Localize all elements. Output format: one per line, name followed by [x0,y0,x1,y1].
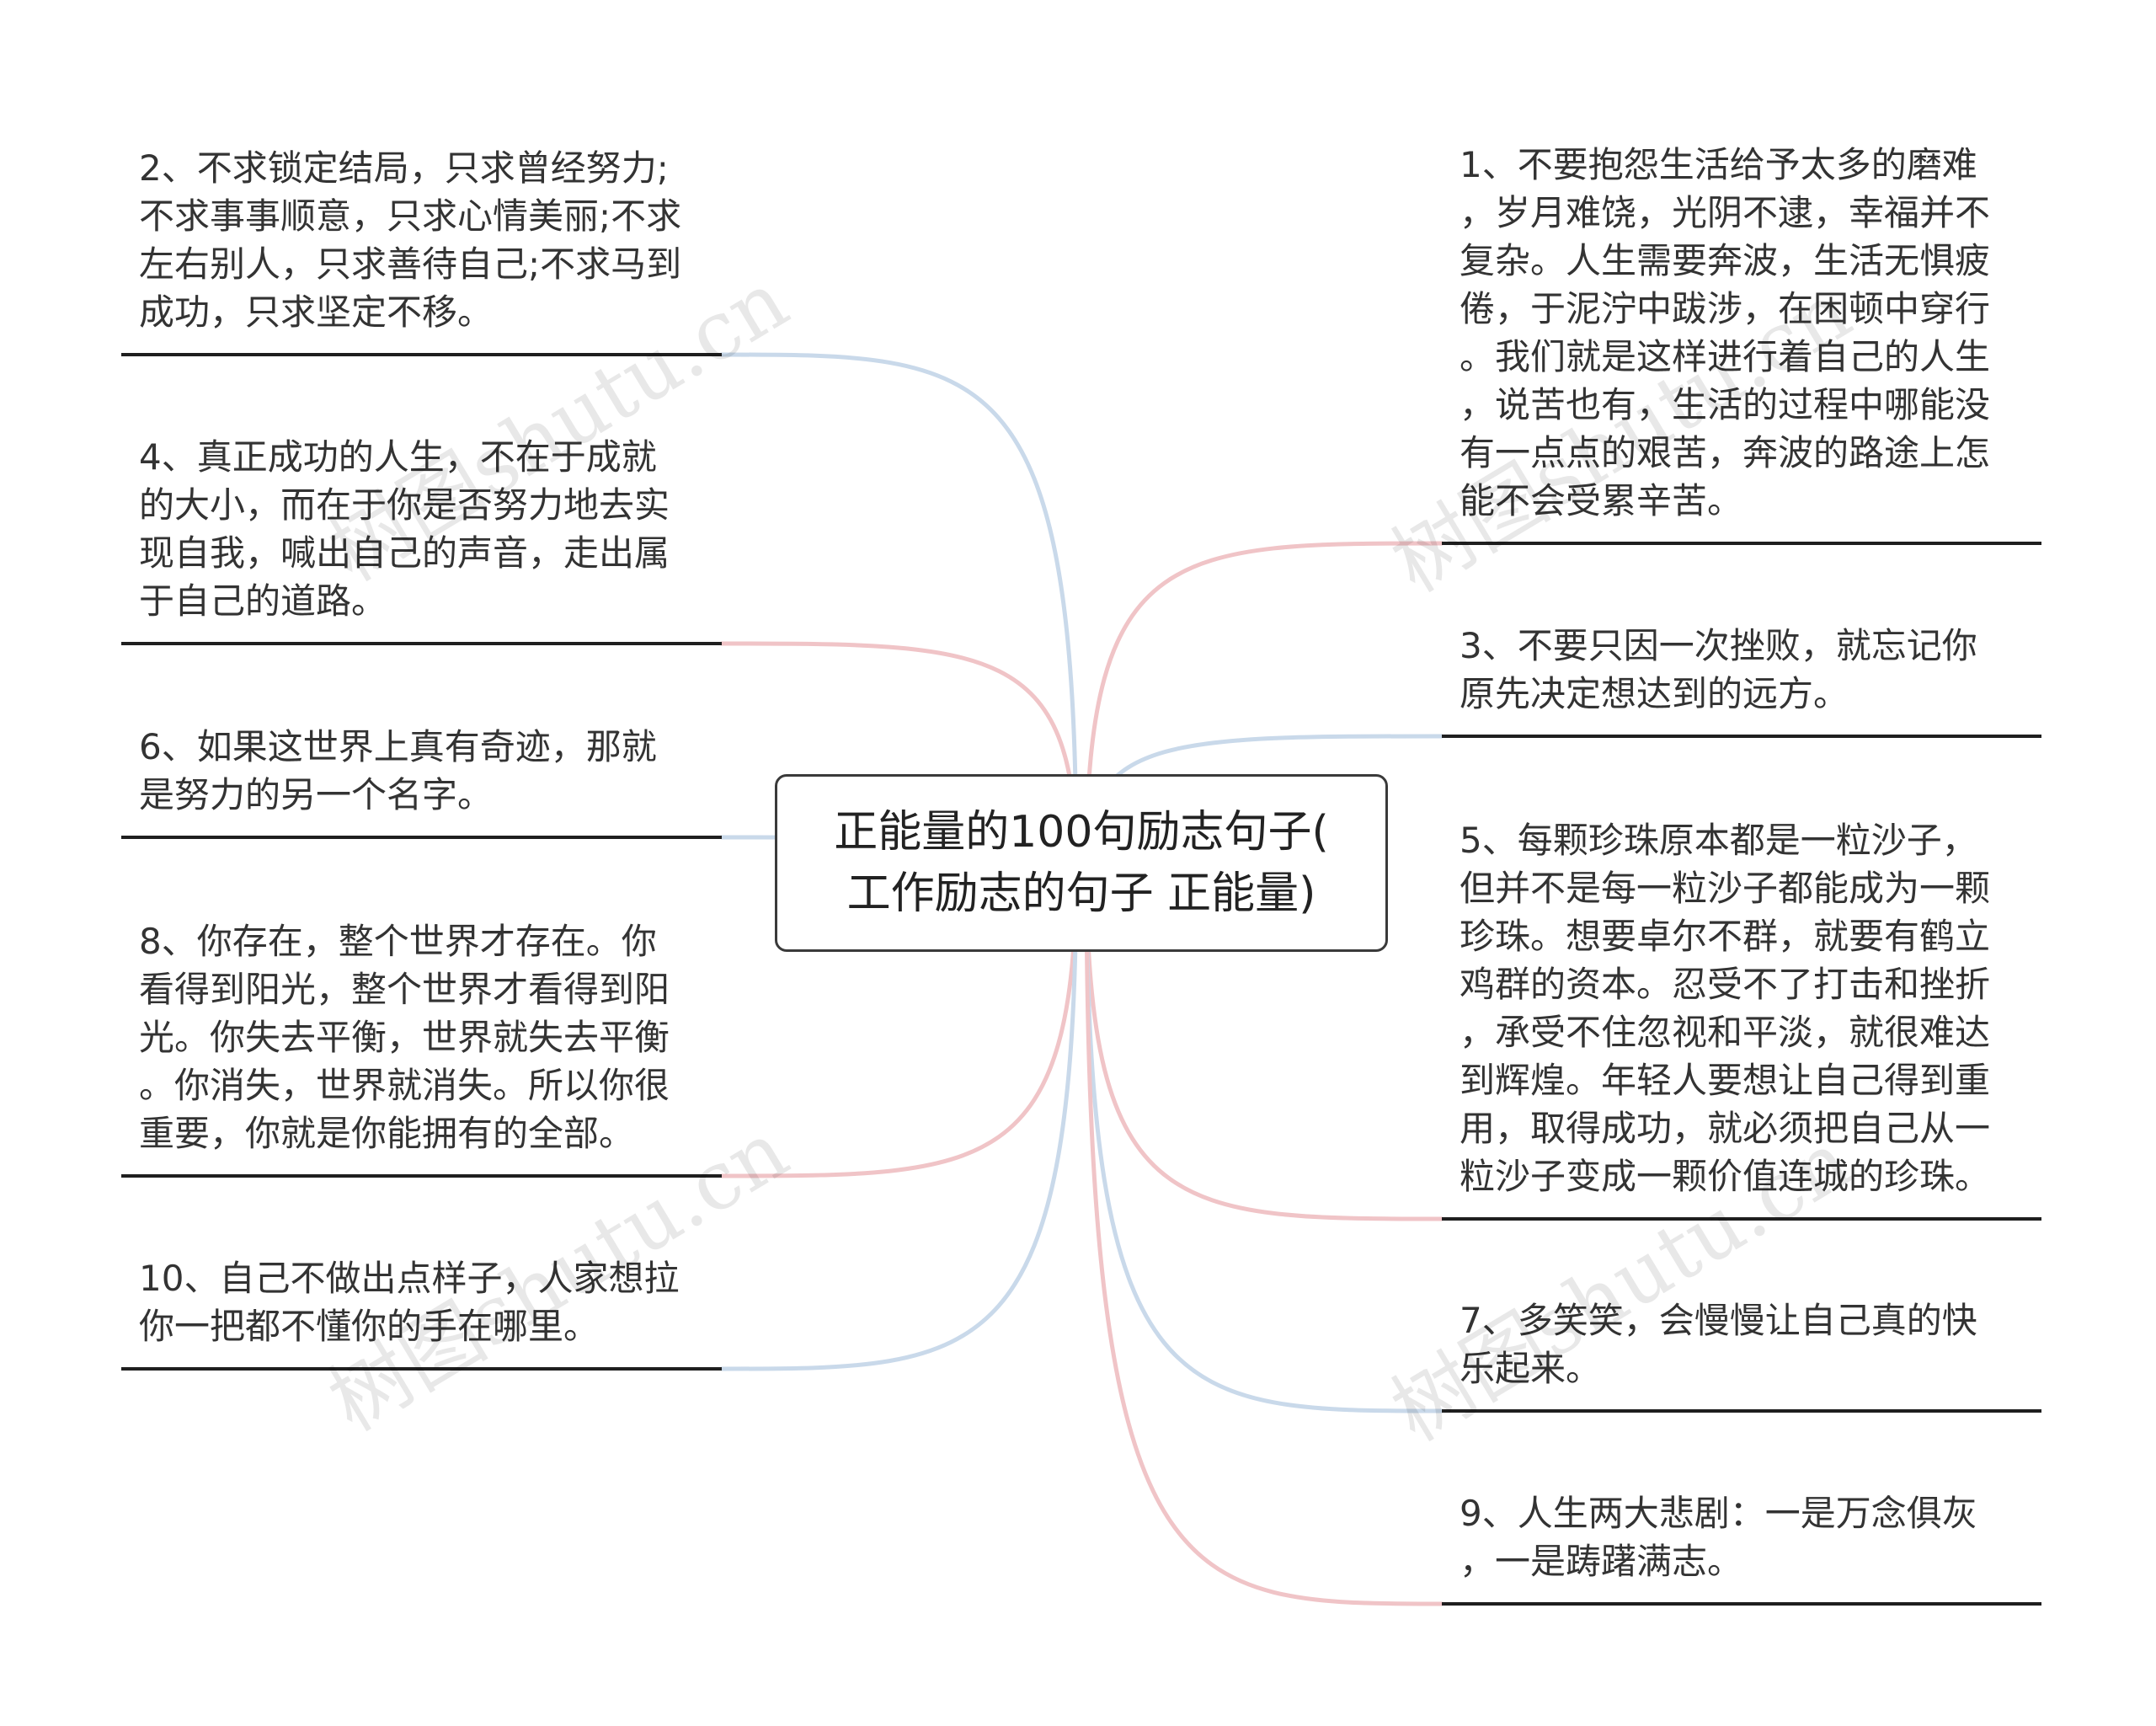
branch-text-line: 不求事事顺意，只求心情美丽;不求 [139,195,682,237]
branch-text-line: 用，取得成功，就必须把自己从一 [1460,1108,1991,1149]
branch-text-line: 复杂。人生需要奔波，生活无惧疲 [1460,240,1991,281]
connector-line [1084,861,1444,1413]
branch-underline [121,353,722,356]
branch-text-line: 能不会受累辛苦。 [1460,480,1743,521]
branch-underline [121,642,722,645]
branch-underline [121,1367,722,1371]
branch-underline [1442,542,2041,545]
branch-text-line: 4、真正成功的人生，不在于成就 [139,436,657,478]
connector-line [1084,861,1444,1606]
center-topic: 正能量的100句励志句子( 工作励志的句子 正能量) [775,774,1388,952]
branch-text-line: 。我们就是这样进行着自己的人生 [1460,336,1991,377]
branch-text-line: 9、人生两大悲剧：一是万念俱灰 [1460,1493,1977,1534]
branch-text-line: ，一是踌躇满志。 [1460,1541,1743,1582]
branch-text-line: 原先决定想达到的远方。 [1460,673,1849,714]
branch-4: 4、真正成功的人生，不在于成就 的大小，而在于你是否努力地去实 现自我，喊出自己… [139,433,670,625]
branch-text-line: 有一点点的艰苦，奔波的路途上怎 [1460,432,1991,473]
branch-text-line: 现自我，喊出自己的声音，走出属 [139,532,670,574]
branch-text-line: 的大小，而在于你是否努力地去实 [139,484,670,526]
connector-line [719,861,1079,1178]
branch-text-line: 乐起来。 [1460,1348,1602,1389]
branch-text-line: 粒沙子变成一颗价值连城的珍珠。 [1460,1156,1991,1197]
branch-10: 10、自己不做出点样子，人家想拉 你一把都不懂你的手在哪里。 [139,1254,679,1350]
branch-5: 5、每颗珍珠原本都是一粒沙子， 但并不是每一粒沙子都能成为一颗 珍珠。想要卓尔不… [1460,816,1990,1200]
center-topic-line: 正能量的100句励志句子( [834,806,1329,858]
branch-text-line: ，承受不住忽视和平淡，就很难达 [1460,1012,1991,1053]
branch-text-line: 你一把都不懂你的手在哪里。 [139,1306,600,1347]
branch-text-line: 6、如果这世界上真有奇迹，那就 [139,726,657,767]
branch-text-line: 重要，你就是你能拥有的全部。 [139,1113,635,1154]
branch-text-line: 。你消失，世界就消失。所以你很 [139,1065,670,1106]
connector-line [1084,861,1444,1221]
branch-underline [121,1174,722,1178]
branch-text-line: 10、自己不做出点样子，人家想拉 [139,1258,680,1299]
branch-2: 2、不求锁定结局，只求曾经努力; 不求事事顺意，只求心情美丽;不求 左右别人，只… [139,144,681,336]
branch-text-line: 珍珠。想要卓尔不群，就要有鹤立 [1460,916,1991,957]
branch-text-line: ，岁月难饶，光阴不逮，幸福并不 [1460,192,1991,233]
branch-text-line: 倦，于泥泞中跋涉，在困顿中穿行 [1460,288,1991,329]
branch-underline [1442,1217,2041,1221]
branch-text-line: 光。你失去平衡，世界就失去平衡 [139,1017,670,1058]
branch-text-line: 3、不要只因一次挫败，就忘记你 [1460,625,1977,666]
branch-8: 8、你存在，整个世界才存在。你 看得到阳光，整个世界才看得到阳 光。你失去平衡，… [139,917,670,1157]
branch-text-line: 看得到阳光，整个世界才看得到阳 [139,969,670,1010]
center-topic-line: 工作励志的句子 正能量) [846,868,1316,919]
branch-text-line: 到辉煌。年轻人要想让自己得到重 [1460,1060,1991,1101]
branch-underline [1442,1602,2041,1606]
branch-text-line: 但并不是每一粒沙子都能成为一颗 [1460,868,1991,909]
connector-line [719,861,1079,1371]
branch-6: 6、如果这世界上真有奇迹，那就 是努力的另一个名字。 [139,723,657,819]
branch-7: 7、多笑笑，会慢慢让自己真的快 乐起来。 [1460,1296,1977,1392]
branch-text-line: 是努力的另一个名字。 [139,774,494,815]
branch-text-line: 1、不要抱怨生活给予太多的磨难 [1460,144,1977,185]
branch-text-line: 左右别人，只求善待自己;不求马到 [139,243,682,285]
connector-line [719,352,1079,866]
branch-text-line: 5、每颗珍珠原本都是一粒沙子， [1460,820,1977,861]
branch-text-line: 于自己的道路。 [139,580,387,622]
branch-text-line: ，说苦也有，生活的过程中哪能没 [1460,384,1991,425]
branch-text-line: 7、多笑笑，会慢慢让自己真的快 [1460,1300,1977,1341]
branch-underline [121,836,722,839]
branch-1: 1、不要抱怨生活给予太多的磨难 ，岁月难饶，光阴不逮，幸福并不 复杂。人生需要奔… [1460,141,1990,525]
branch-text-line: 2、不求锁定结局，只求曾经努力; [139,147,669,189]
branch-text-line: 8、你存在，整个世界才存在。你 [139,921,657,962]
branch-text-line: 鸡群的资本。忍受不了打击和挫折 [1460,964,1991,1005]
branch-3: 3、不要只因一次挫败，就忘记你 原先决定想达到的远方。 [1460,622,1977,718]
branch-text-line: 成功，只求坚定不移。 [139,291,494,333]
connector-line [1084,541,1444,866]
branch-underline [1442,735,2041,738]
branch-9: 9、人生两大悲剧：一是万念俱灰 ，一是踌躇满志。 [1460,1489,1977,1585]
branch-underline [1442,1409,2041,1413]
